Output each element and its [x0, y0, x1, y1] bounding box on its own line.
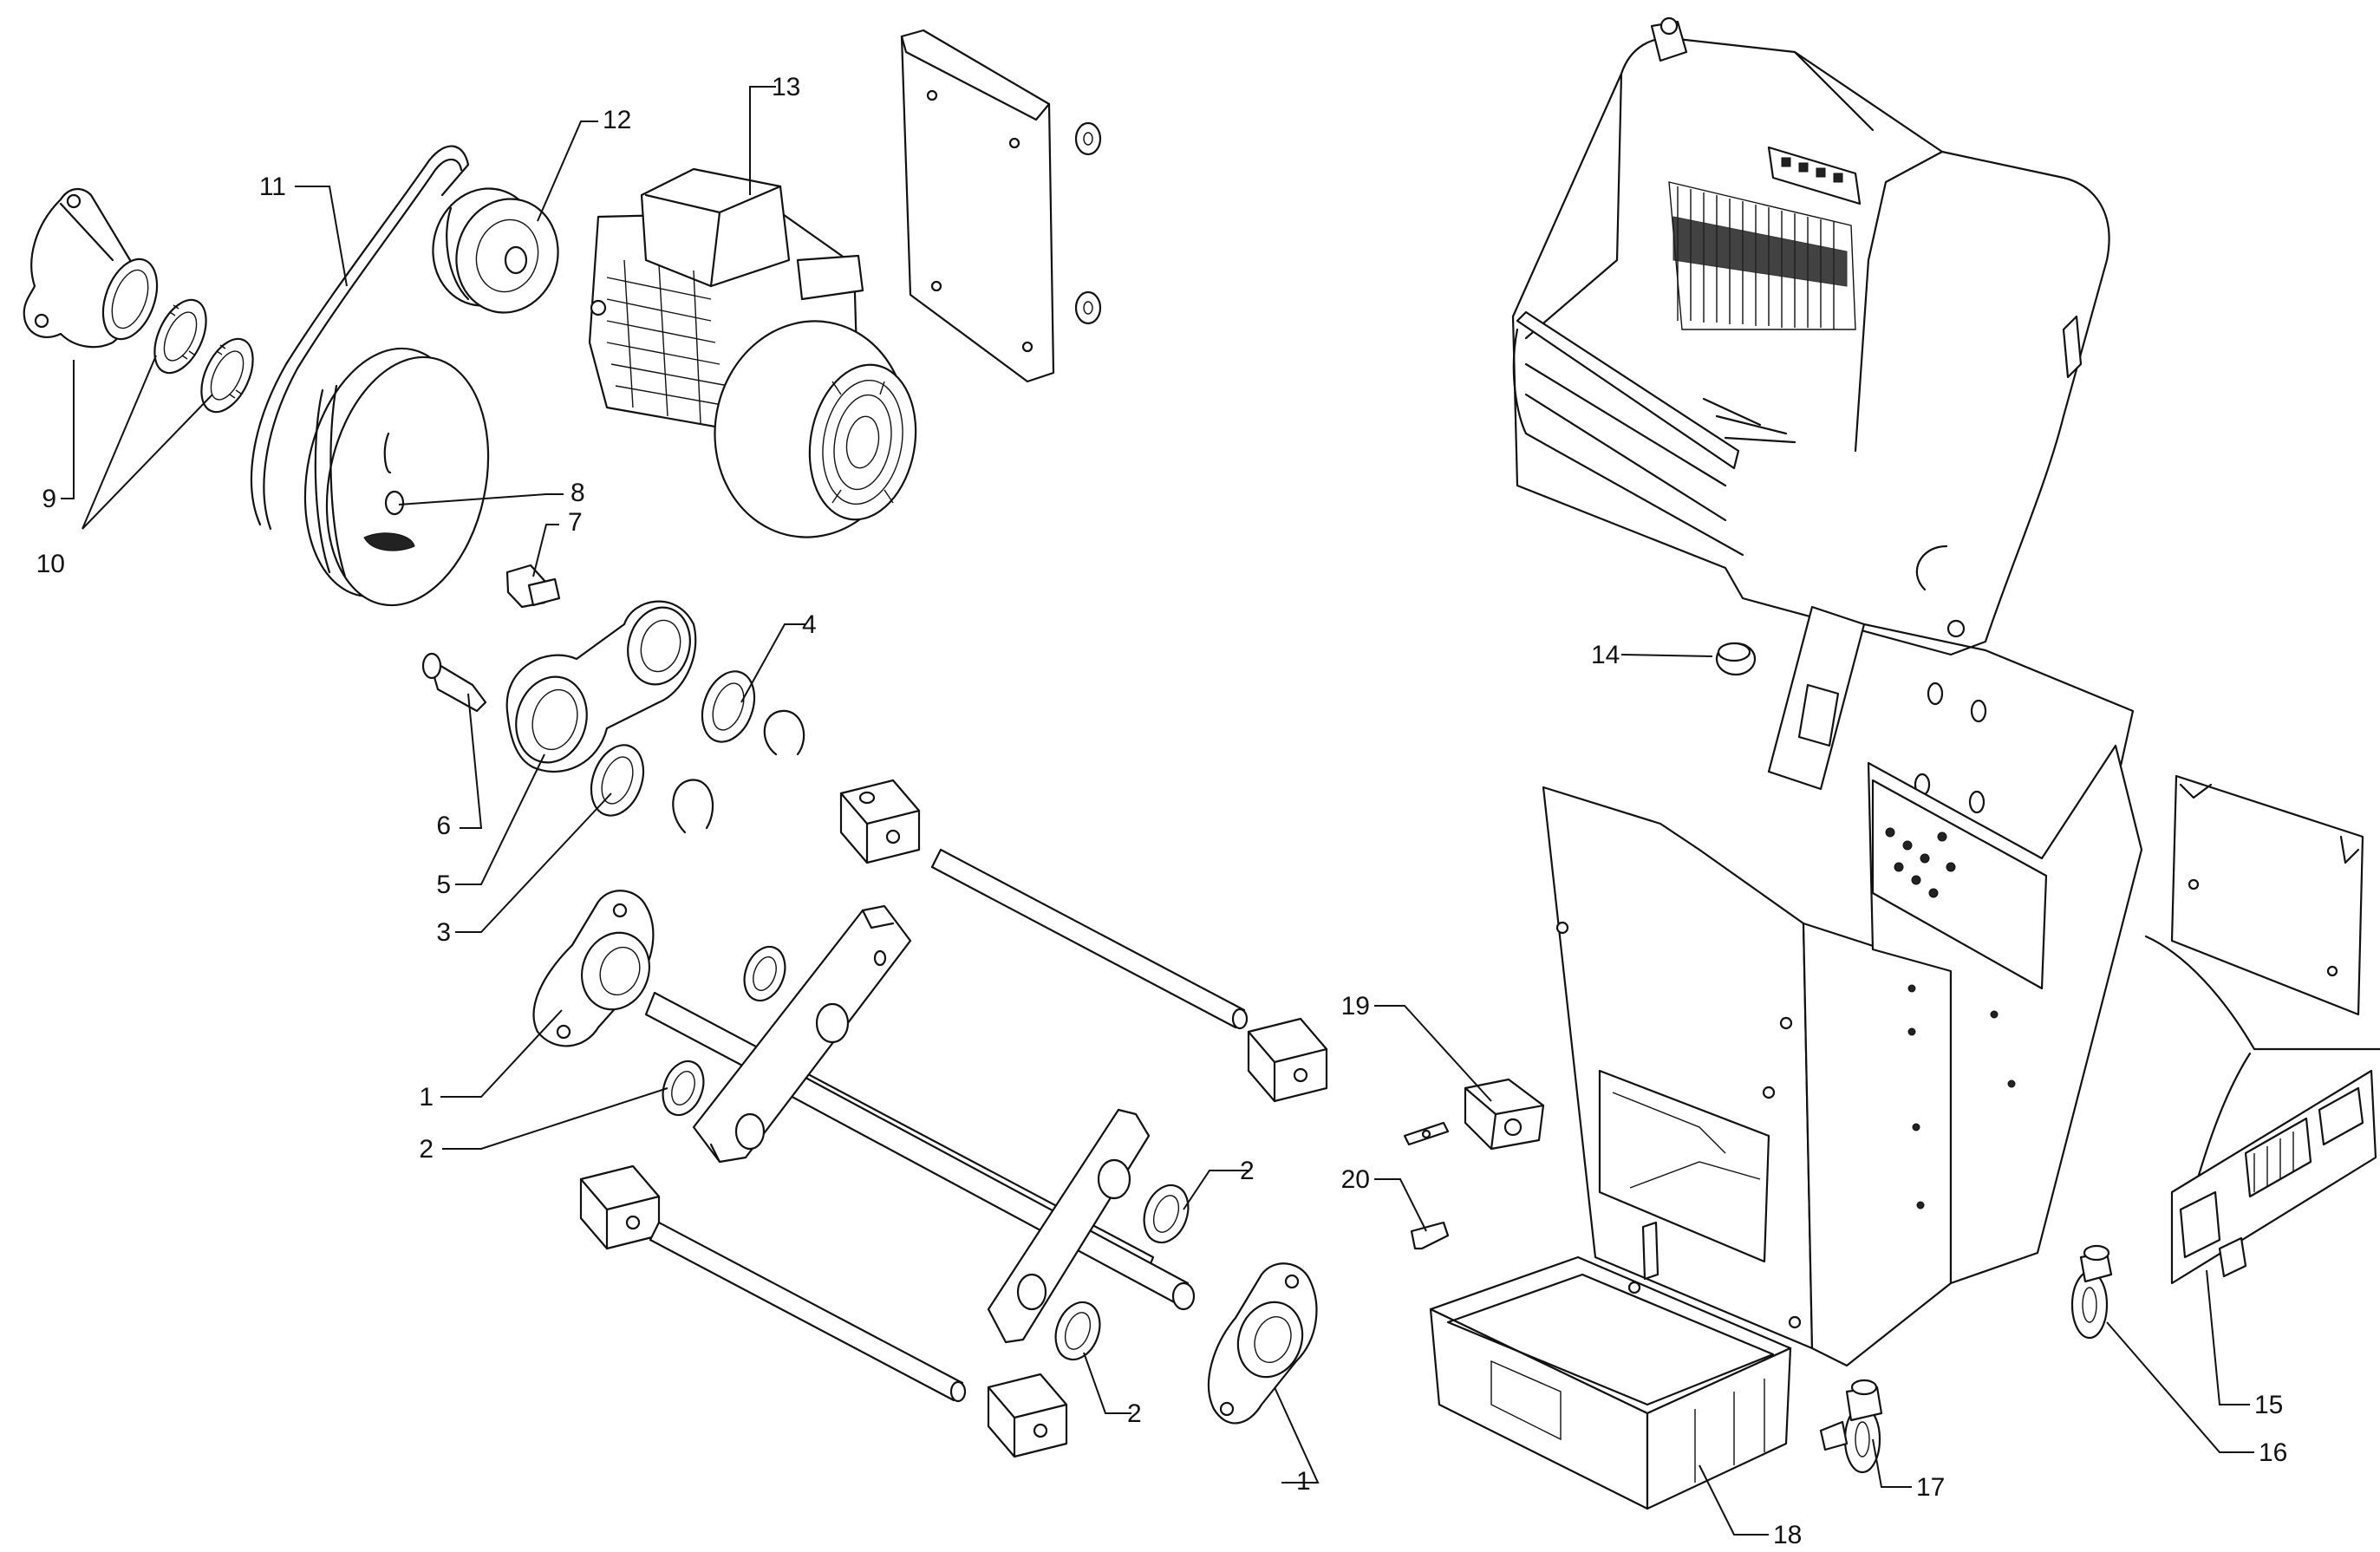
- callout-15: 15: [2254, 1391, 2283, 1419]
- callout-2a: 2: [419, 1135, 434, 1164]
- callout-1b: 1: [1296, 1467, 1311, 1496]
- crank-arm-part: [421, 600, 805, 834]
- mounting-plate-part: [900, 29, 1102, 383]
- switch-part: [1403, 1078, 1545, 1151]
- callout-19: 19: [1341, 992, 1370, 1021]
- shaft-assembly-part: [579, 779, 1328, 1458]
- bearing-pair-part: [153, 298, 254, 414]
- flange-bearing-upper-part: [532, 890, 655, 1047]
- leader-lines: [61, 86, 2254, 1536]
- side-cover-part: [2144, 774, 2380, 1224]
- callout-2c: 2: [1127, 1399, 1142, 1428]
- callout-10: 10: [36, 550, 65, 578]
- callout-9: 9: [42, 485, 56, 513]
- callout-13: 13: [772, 73, 800, 101]
- electrical-board-part: [2170, 1069, 2377, 1285]
- bearing-housing-part: [23, 188, 159, 349]
- callout-4: 4: [802, 610, 817, 639]
- callout-labels: 1 1 2 2 2 3 4 5 6 7 8 9 10 11 12 13 14 1…: [36, 73, 2288, 1549]
- large-pulley-part: [303, 347, 490, 607]
- machine-frame-part: [1511, 16, 2143, 1367]
- callout-1a: 1: [419, 1083, 434, 1112]
- plug-part: [1715, 642, 1757, 676]
- callout-12: 12: [603, 106, 631, 134]
- callout-11: 11: [259, 173, 286, 201]
- callout-5: 5: [436, 871, 451, 899]
- callout-8: 8: [571, 479, 585, 507]
- motor-part: [588, 167, 917, 538]
- stud-part: [505, 564, 561, 609]
- small-pulley-part: [432, 187, 559, 314]
- bracket-part: [1410, 1221, 1450, 1250]
- callout-2b: 2: [1240, 1157, 1255, 1185]
- callout-20: 20: [1341, 1165, 1370, 1194]
- callout-17: 17: [1916, 1473, 1945, 1502]
- callout-18: 18: [1773, 1521, 1802, 1548]
- crumb-tray-part: [1429, 1221, 1792, 1510]
- callout-6: 6: [436, 812, 451, 840]
- callout-14: 14: [1591, 641, 1620, 669]
- callout-16: 16: [2259, 1438, 2287, 1467]
- callout-7: 7: [568, 508, 583, 537]
- flange-bearing-lower-part: [1207, 1262, 1318, 1425]
- caster-wheels-part: [1819, 1244, 2113, 1474]
- drive-belt-part: [250, 145, 470, 531]
- callout-3: 3: [436, 918, 451, 947]
